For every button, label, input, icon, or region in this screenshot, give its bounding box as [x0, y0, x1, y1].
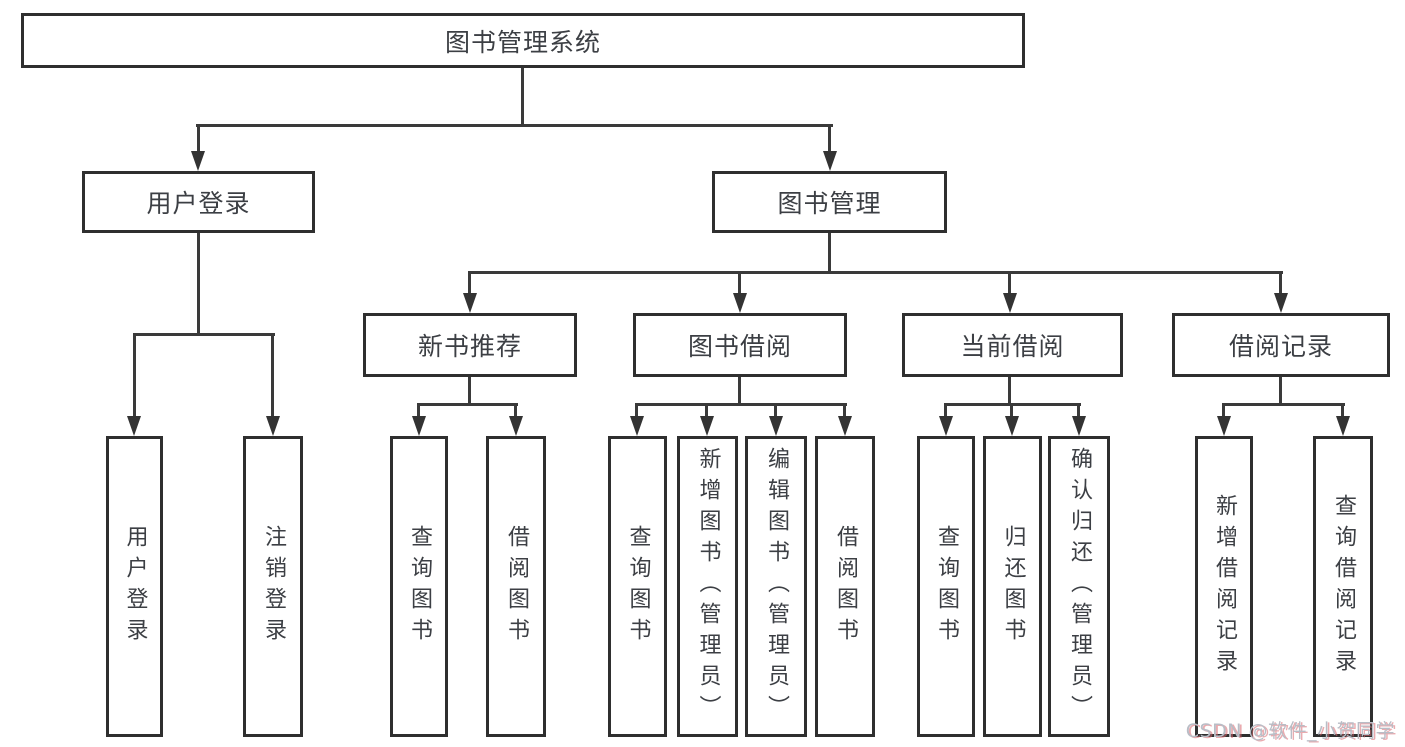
- connector: [417, 403, 518, 406]
- connector: [468, 271, 1283, 274]
- arrow-down-icon: [191, 151, 205, 171]
- connector: [843, 403, 846, 418]
- arrow-down-icon: [1003, 293, 1017, 313]
- leaf-return-books: 归还图书: [983, 436, 1042, 737]
- arrow-down-icon: [463, 293, 477, 313]
- leaf-label: 借阅图书: [833, 524, 858, 649]
- csdn-watermark: CSDN @软件_小贺同学: [1185, 720, 1395, 742]
- node-borrow-records: 借阅记录: [1172, 313, 1390, 377]
- node-label: 图书管理: [777, 189, 882, 218]
- leaf-label: 注销登录: [261, 524, 286, 649]
- connector: [468, 377, 471, 405]
- node-label: 图书借阅: [687, 332, 792, 361]
- connector: [828, 233, 831, 273]
- leaf-label: 新增图书（管理员）: [695, 447, 721, 726]
- leaf-borrow-books: 借阅图书: [815, 436, 875, 737]
- leaf-label: 查询图书: [934, 524, 959, 649]
- arrow-down-icon: [266, 416, 280, 436]
- connector: [468, 271, 471, 295]
- leaf-label: 查询图书: [407, 524, 432, 649]
- arrow-down-icon: [769, 416, 783, 436]
- arrow-down-icon: [823, 151, 837, 171]
- connector: [197, 233, 200, 334]
- connector: [635, 403, 638, 418]
- arrow-down-icon: [509, 416, 523, 436]
- node-current-borrow: 当前借阅: [902, 313, 1123, 377]
- connector: [705, 403, 708, 418]
- arrow-down-icon: [1072, 416, 1086, 436]
- node-label: 借阅记录: [1228, 332, 1333, 361]
- leaf-label: 归还图书: [1000, 524, 1026, 649]
- node-new-book-recommend: 新书推荐: [363, 313, 577, 377]
- leaf-logout: 注销登录: [243, 436, 303, 737]
- node-user-login: 用户登录: [82, 171, 315, 233]
- connector: [1010, 403, 1013, 418]
- connector: [944, 403, 947, 418]
- leaf-label: 确认归还（管理员）: [1067, 447, 1092, 726]
- leaf-query-books: 查询图书: [608, 436, 667, 737]
- connector: [738, 271, 741, 295]
- arrow-down-icon: [700, 416, 714, 436]
- connector: [1341, 403, 1344, 418]
- connector: [417, 403, 420, 418]
- leaf-edit-books-admin: 编辑图书（管理员）: [745, 436, 807, 737]
- node-label: 当前借阅: [960, 332, 1065, 361]
- leaf-borrow-books: 借阅图书: [486, 436, 546, 737]
- leaf-query-borrow-record: 查询借阅记录: [1313, 436, 1373, 737]
- connector: [1279, 271, 1282, 295]
- node-book-borrow: 图书借阅: [633, 313, 847, 377]
- connector: [1279, 377, 1282, 405]
- leaf-label: 查询借阅记录: [1331, 493, 1356, 680]
- connector: [738, 377, 741, 405]
- connector: [828, 124, 831, 152]
- connector: [197, 124, 200, 152]
- leaf-label: 用户登录: [122, 524, 148, 649]
- connector: [774, 403, 777, 418]
- leaf-add-books-admin: 新增图书（管理员）: [677, 436, 738, 737]
- arrow-down-icon: [1217, 416, 1231, 436]
- connector: [514, 403, 517, 418]
- arrow-down-icon: [1274, 293, 1288, 313]
- connector: [1222, 403, 1225, 418]
- connector: [521, 68, 524, 126]
- node-label: 用户登录: [146, 189, 251, 218]
- leaf-user-login: 用户登录: [106, 436, 163, 737]
- node-label: 新书推荐: [417, 332, 522, 361]
- arrow-down-icon: [412, 416, 426, 436]
- connector: [1008, 271, 1011, 295]
- connector: [1222, 403, 1345, 406]
- node-label: 图书管理系统: [444, 27, 601, 57]
- node-library-management-system: 图书管理系统: [21, 13, 1025, 68]
- leaf-label: 查询图书: [625, 524, 651, 649]
- arrow-down-icon: [1336, 416, 1350, 436]
- arrow-down-icon: [127, 416, 141, 436]
- connector: [133, 333, 275, 336]
- arrow-down-icon: [939, 416, 953, 436]
- leaf-label: 编辑图书（管理员）: [764, 447, 789, 726]
- connector: [1008, 377, 1011, 405]
- connector: [271, 333, 274, 417]
- node-book-management: 图书管理: [712, 171, 947, 233]
- connector: [196, 124, 833, 127]
- leaf-add-borrow-record: 新增借阅记录: [1195, 436, 1253, 737]
- leaf-label: 新增借阅记录: [1212, 493, 1237, 680]
- connector: [1077, 403, 1080, 418]
- leaf-query-books: 查询图书: [917, 436, 975, 737]
- arrow-down-icon: [1005, 416, 1019, 436]
- leaf-query-books: 查询图书: [390, 436, 448, 737]
- leaf-label: 借阅图书: [504, 524, 529, 649]
- connector: [133, 333, 136, 417]
- connector: [635, 403, 847, 406]
- arrow-down-icon: [733, 293, 747, 313]
- arrow-down-icon: [838, 416, 852, 436]
- leaf-confirm-return-admin: 确认归还（管理员）: [1048, 436, 1110, 737]
- arrow-down-icon: [630, 416, 644, 436]
